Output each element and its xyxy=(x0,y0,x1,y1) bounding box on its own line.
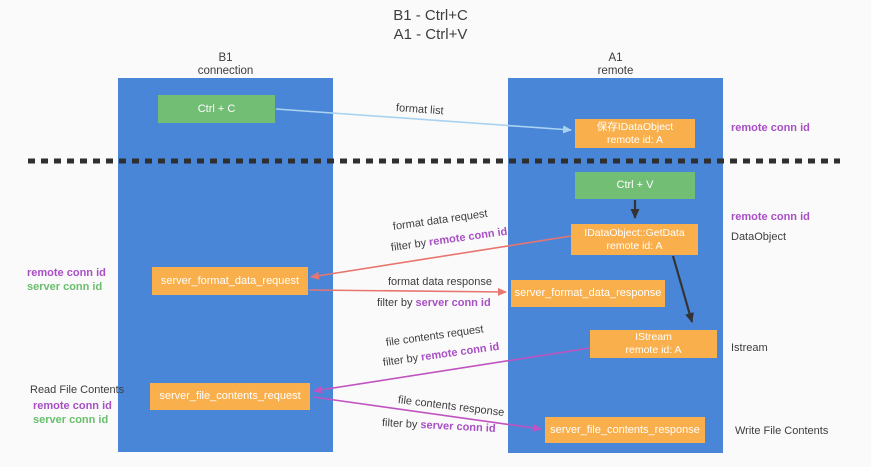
idataobject-getdata-line2: remote id: A xyxy=(606,239,663,252)
ctrl-c-label: Ctrl + C xyxy=(197,102,236,115)
server-file-contents-request-box: server_file_contents_request xyxy=(150,383,310,410)
right-column-name: A1 xyxy=(608,52,623,64)
server-conn-id-highlight: server conn id xyxy=(415,297,491,309)
server-file-contents-response-box: server_file_contents_response xyxy=(545,417,705,443)
title-line-2: A1 - Ctrl+V xyxy=(393,26,468,43)
server-file-contents-response-label: server_file_contents_response xyxy=(550,423,700,436)
save-idataobject-line1: 保存IDataObject xyxy=(596,120,674,133)
left-column-name: B1 xyxy=(218,52,233,64)
format-data-request-arrow xyxy=(310,235,572,280)
right-column-header: A1 remote xyxy=(508,52,723,78)
filter-prefix: filter by xyxy=(377,297,416,309)
filter-prefix: filter by xyxy=(381,417,421,432)
server-format-data-request-box: server_format_data_request xyxy=(152,267,308,295)
ctrl-v-box: Ctrl + V xyxy=(575,172,695,199)
istream-box: IStream remote id: A xyxy=(590,330,717,358)
left-remote-conn-id-label-bottom: remote conn id xyxy=(33,400,112,412)
right-remote-conn-id-label-top: remote conn id xyxy=(731,122,810,134)
format-data-response-arrow xyxy=(308,287,507,296)
left-column-role: connection xyxy=(197,65,254,77)
istream-line1: IStream xyxy=(635,331,672,343)
left-column-header: B1 connection xyxy=(118,52,333,78)
filter-by-server-conn-id-label-1: filter by server conn id xyxy=(377,297,491,309)
save-idataobject-box: 保存IDataObject remote id: A xyxy=(575,119,695,148)
write-file-contents-label: Write File Contents xyxy=(735,425,829,437)
server-file-contents-request-label: server_file_contents_request xyxy=(159,390,301,402)
server-format-data-request-label: server_format_data_request xyxy=(160,274,300,287)
dataobject-label: DataObject xyxy=(731,231,787,243)
ctrl-v-label: Ctrl + V xyxy=(616,179,654,191)
istream-line2: remote id: A xyxy=(625,344,682,356)
file-contents-request-arrow xyxy=(313,347,591,394)
right-column-role: remote xyxy=(597,65,634,77)
title-line-1: B1 - Ctrl+C xyxy=(393,7,468,24)
format-list-arrow xyxy=(275,108,572,134)
diagram-title: B1 - Ctrl+C A1 - Ctrl+V xyxy=(0,6,861,44)
right-remote-conn-id-label-mid: remote conn id xyxy=(731,211,810,223)
format-data-response-label: format data response xyxy=(388,276,492,288)
idataobject-getdata-line1: IDataObject::GetData xyxy=(584,226,685,239)
server-format-data-response-label: server_format_data_response xyxy=(514,287,662,299)
left-server-conn-id-label-bottom: server conn id xyxy=(33,414,109,426)
left-remote-conn-id-label-mid: remote conn id xyxy=(27,267,106,279)
file-contents-response-arrow xyxy=(312,396,542,432)
istream-side-label: Istream xyxy=(731,342,768,354)
left-server-conn-id-label-mid: server conn id xyxy=(27,281,103,293)
save-idataobject-line2: remote id: A xyxy=(606,133,664,146)
ctrl-c-box: Ctrl + C xyxy=(158,95,275,123)
read-file-contents-label: Read File Contents xyxy=(30,384,125,396)
server-format-data-response-box: server_format_data_response xyxy=(511,280,665,307)
idataobject-getdata-box: IDataObject::GetData remote id: A xyxy=(571,224,698,255)
getdata-to-istream-arrow xyxy=(671,255,694,323)
